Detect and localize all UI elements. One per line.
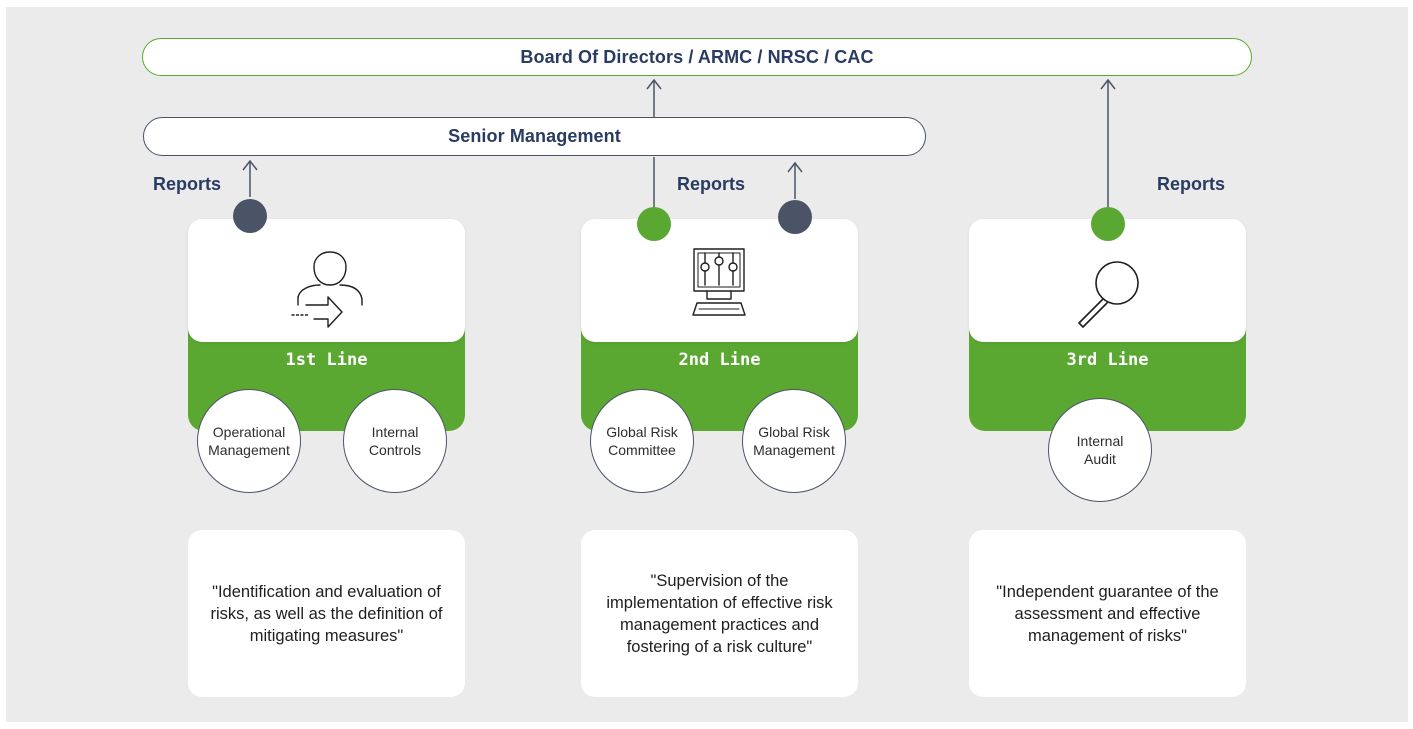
reports-label-1st-line: Reports [153, 174, 222, 194]
unit-internal-audit: Internal Audit [1048, 398, 1152, 502]
unit-operational-management: Operational Management [197, 389, 301, 493]
description-2nd-text: "Supervision of the implementation of ef… [606, 571, 833, 656]
description-1st-line: "Identification and evaluation of risks,… [188, 530, 465, 697]
connector-dot-2nd-line [637, 207, 671, 241]
board-label: Board Of Directors / ARMC / NRSC / CAC [520, 46, 874, 67]
line-card-2nd [581, 219, 858, 342]
description-1st-text: "Identification and evaluation of risks,… [210, 582, 443, 645]
board-of-directors-bar: Board Of Directors / ARMC / NRSC / CAC [142, 38, 1252, 76]
unit-global-risk-committee: Global Risk Committee [590, 389, 694, 493]
reports-dot-2nd-line [778, 200, 812, 234]
senior-label: Senior Management [448, 126, 621, 146]
reports-dot-1st-line [233, 199, 267, 233]
unit-global-risk-management: Global Risk Management [742, 389, 846, 493]
connector-dot-3rd-line [1091, 207, 1125, 241]
unit-internal-controls: Internal Controls [343, 389, 447, 493]
senior-management-bar: Senior Management [143, 117, 926, 156]
line-title-1st: 1st Line [285, 350, 368, 370]
person-arrow-icon [291, 251, 363, 328]
reports-label-2nd-line: Reports [677, 174, 746, 194]
line-title-2nd: 2nd Line [678, 350, 761, 370]
magnifier-icon [1078, 261, 1139, 328]
control-panel-icon [692, 248, 746, 316]
line-card-1st [188, 219, 465, 342]
description-3rd-line: "Independent guarantee of the assessment… [969, 530, 1246, 697]
description-2nd-line: "Supervision of the implementation of ef… [581, 530, 858, 697]
description-3rd-text: "Independent guarantee of the assessment… [996, 582, 1219, 645]
line-title-3rd: 3rd Line [1066, 350, 1149, 370]
reports-label-3rd-line: Reports [1157, 174, 1226, 194]
